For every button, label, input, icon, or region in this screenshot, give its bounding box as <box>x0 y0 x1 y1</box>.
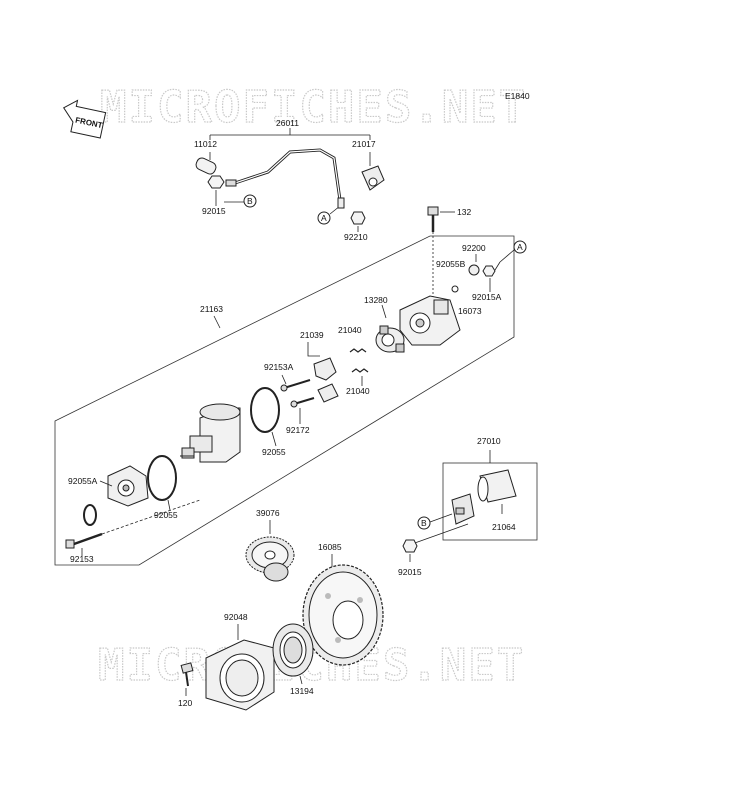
callout-b-top-text: B <box>247 196 253 206</box>
callout-a-mid <box>513 240 527 254</box>
label-11012: 11012 <box>194 139 217 149</box>
label-16085: 16085 <box>318 542 342 552</box>
spring-21040-a <box>349 348 367 353</box>
label-21017: 21017 <box>352 139 376 149</box>
washer-92048 <box>205 639 275 711</box>
label-39076: 39076 <box>256 508 280 518</box>
callout-b-top <box>243 194 257 208</box>
idler-gear-39076 <box>245 536 295 582</box>
label-132: 132 <box>457 207 471 217</box>
brush-21039 <box>313 357 339 403</box>
spring-21040-b <box>351 368 369 373</box>
label-21040-a: 21040 <box>338 325 362 335</box>
label-13194: 13194 <box>290 686 314 696</box>
callout-b-bottom-text: B <box>421 518 427 528</box>
label-92015-bottom: 92015 <box>398 567 422 577</box>
boot-21064 <box>477 469 517 503</box>
label-92055B: 92055B <box>436 259 466 269</box>
label-21040-b: 21040 <box>346 386 370 396</box>
label-92153: 92153 <box>70 554 94 564</box>
label-26011: 26011 <box>276 118 299 128</box>
bolt-92153 <box>65 499 201 549</box>
bearing-13194 <box>272 623 314 677</box>
label-21163: 21163 <box>200 304 223 314</box>
o-ring-92055A <box>83 504 97 526</box>
screw-92172 <box>290 397 315 408</box>
boot-11012 <box>195 152 217 175</box>
callout-b-bottom <box>417 516 431 530</box>
label-92015-top: 92015 <box>202 206 226 216</box>
label-92153A: 92153A <box>264 362 294 372</box>
label-92048: 92048 <box>224 612 248 622</box>
starter-clutch-gear-16085 <box>302 564 384 666</box>
watermark-top: MICROFICHES.NET <box>100 82 527 133</box>
label-16073: 16073 <box>458 306 482 316</box>
o-ring-92055-lower <box>147 455 177 501</box>
label-27010: 27010 <box>477 436 501 446</box>
callout-a-top-text: A <box>321 213 327 223</box>
bolt-120 <box>180 662 194 687</box>
label-92015A: 92015A <box>472 292 502 302</box>
terminal-27010 <box>451 493 475 525</box>
label-92172: 92172 <box>286 425 310 435</box>
label-92055-low: 92055 <box>154 510 178 520</box>
front-cover <box>107 465 149 507</box>
label-120: 120 <box>178 698 192 708</box>
label-21039: 21039 <box>300 330 324 340</box>
boot-21017 <box>361 152 385 191</box>
callout-a-mid-text: A <box>517 242 523 252</box>
label-92055-mid: 92055 <box>262 447 286 457</box>
diagram-code: E1840 <box>505 91 530 101</box>
label-21064: 21064 <box>492 522 516 532</box>
front-arrow-icon: FRONT <box>62 99 107 139</box>
nut-92015-bottom <box>402 539 418 553</box>
label-92200: 92200 <box>462 243 486 253</box>
callout-a-top <box>317 211 331 225</box>
label-92055A: 92055A <box>68 476 98 486</box>
label-92210: 92210 <box>344 232 368 242</box>
label-13280: 13280 <box>364 295 388 305</box>
o-ring-92055-upper <box>250 387 280 433</box>
bolt-132 <box>427 206 455 305</box>
screw-92153A <box>280 379 311 392</box>
end-cover <box>399 295 461 346</box>
starter-motor-body <box>180 403 241 463</box>
brush-holder-13280 <box>375 325 405 353</box>
